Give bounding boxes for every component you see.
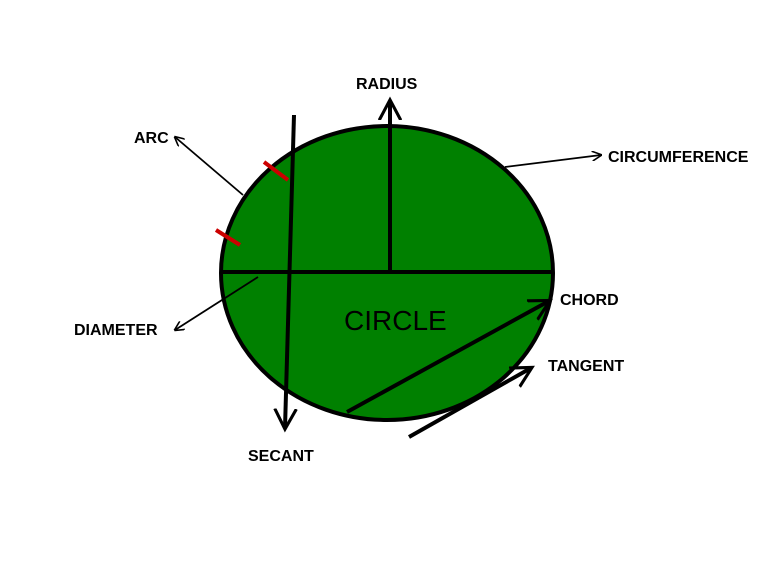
chord-label: CHORD (560, 292, 619, 309)
chord-line (346, 301, 549, 414)
radius-label: RADIUS (356, 76, 418, 93)
arc-pointer-arrow (175, 137, 244, 196)
circle-center-label: CIRCLE (344, 305, 447, 336)
tangent-line (408, 368, 531, 439)
tangent-label: TANGENT (548, 358, 624, 375)
secant-line (285, 114, 294, 428)
arc-mark-upper (262, 160, 290, 182)
arc-mark-lower (214, 228, 242, 247)
arc-label: ARC (134, 130, 169, 147)
secant-label: SECANT (248, 448, 314, 465)
circumference-label: CIRCUMFERENCE (608, 149, 749, 166)
diameter-label: DIAMETER (74, 322, 158, 339)
circumference-pointer-arrow (504, 155, 601, 168)
diameter-pointer-arrow (175, 276, 259, 330)
